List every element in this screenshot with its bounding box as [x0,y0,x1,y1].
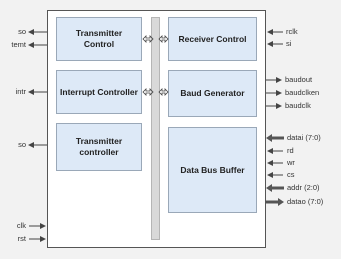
addr-bus-arrow [266,184,284,192]
signal-label-rst: rst [17,234,26,243]
internal-bus [151,17,160,240]
interrupt-bus-connector [142,88,169,96]
signal-label-baudout: baudout [285,75,313,84]
transmitter-controller-block: Transmitter controller [56,123,142,171]
signal-label-so-top: so [18,27,26,36]
datao-bus-arrow [266,198,284,206]
receiver-control-block: Receiver Control [168,17,257,61]
transmitter-control-block: Transmitter Control [56,17,142,61]
signal-label-datai: datai (7:0) [287,133,321,142]
signal-label-datao: datao (7:0) [287,197,324,206]
baud-generator-block: Baud Generator [168,70,257,117]
signal-label-wr: wr [287,158,295,167]
signal-label-cs: cs [287,170,295,179]
datai-bus-arrow [266,134,284,142]
interrupt-controller-block: Interrupt Controller [56,70,142,114]
signal-label-clk: clk [16,221,26,230]
signal-label-so-mid: so [18,140,26,149]
signal-label-addr: addr (2:0) [287,183,320,192]
signal-label-si: si [286,39,292,48]
signal-label-intr: intr [15,87,26,96]
signal-label-temt: temt [11,40,26,49]
signal-label-rd: rd [287,146,294,155]
signal-label-rclk: rclk [286,27,298,36]
data-bus-buffer-block: Data Bus Buffer [168,127,257,213]
signal-label-baudclken: baudclken [285,88,320,97]
tx-control-bus-connector [142,35,169,43]
signal-label-baudclk: baudclk [285,101,311,110]
